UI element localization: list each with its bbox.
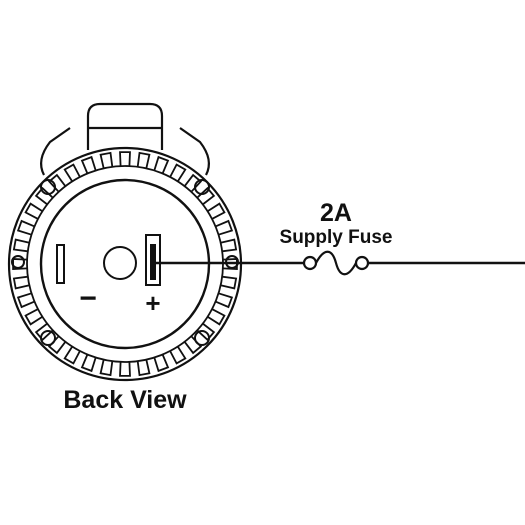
- connector-ridge: [63, 163, 81, 182]
- connector-ridge: [99, 151, 114, 169]
- connector-ridge: [136, 151, 151, 169]
- fuse-element: [315, 250, 357, 276]
- connector-ear-right: [179, 127, 211, 176]
- connector-ridge: [34, 186, 54, 206]
- mounting-hole-top-right: [194, 179, 210, 195]
- connector-ridge: [169, 346, 187, 365]
- connector-ridge: [169, 163, 187, 182]
- fuse-rating-label: 2A: [320, 199, 352, 227]
- connector-ridge: [207, 308, 226, 326]
- fuse-name-label: Supply Fuse: [279, 227, 393, 248]
- positive-terminal-slot: [150, 244, 156, 280]
- connector-ridge: [99, 359, 114, 377]
- center-post: [103, 246, 137, 280]
- connector-ridge: [153, 354, 170, 373]
- connector-ridge: [47, 173, 67, 193]
- connector-ridge: [220, 275, 238, 290]
- connector-ridge: [24, 308, 43, 326]
- connector-ridge: [16, 219, 35, 236]
- negative-terminal-blade: [56, 244, 65, 284]
- connector-ridge: [12, 238, 30, 253]
- mounting-hole-bottom-left: [40, 330, 56, 346]
- fuse-terminal-right: [354, 255, 370, 271]
- connector-ridge: [196, 322, 216, 342]
- mounting-hole-bottom-right: [194, 330, 210, 346]
- connector-ridge: [207, 202, 226, 220]
- connector-ridge: [196, 186, 216, 206]
- mounting-hole-left: [11, 255, 25, 269]
- connector-ridge: [119, 151, 131, 167]
- connector-ridge: [220, 238, 238, 253]
- connector-ridge: [16, 292, 35, 309]
- connector-ridge: [183, 173, 203, 193]
- connector-ridge: [215, 219, 234, 236]
- connector-ridge: [34, 322, 54, 342]
- connector-ridge: [80, 354, 97, 373]
- connector-ridge: [12, 275, 30, 290]
- mounting-hole-top-left: [40, 179, 56, 195]
- fuse-terminal-left: [302, 255, 318, 271]
- connector-ear-left: [39, 127, 71, 176]
- connector-ridge: [119, 361, 131, 377]
- connector-ridge: [24, 202, 43, 220]
- connector-ridge: [136, 359, 151, 377]
- positive-terminal-blade: [145, 234, 161, 286]
- connector-ridge: [153, 155, 170, 174]
- connector-latch: [86, 102, 164, 150]
- connector-ridge: [215, 292, 234, 309]
- connector-ridge: [63, 346, 81, 365]
- view-caption: Back View: [63, 386, 187, 414]
- connector-ridge: [80, 155, 97, 174]
